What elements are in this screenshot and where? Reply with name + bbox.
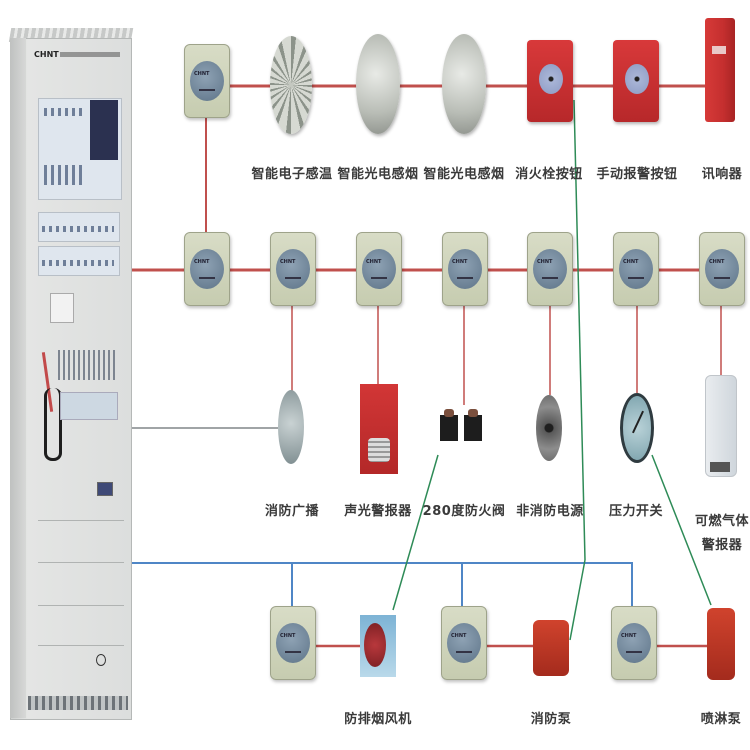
sounder-icon[interactable]	[705, 18, 735, 122]
module-row4-1[interactable]	[270, 606, 316, 680]
phone-panel	[60, 392, 118, 420]
gas-detector-icon[interactable]	[705, 375, 737, 477]
broadcast-panel	[58, 350, 118, 380]
label-smoke-detector-2: 智能光电感烟	[423, 167, 505, 182]
sprinkler-pump-icon[interactable]	[707, 608, 735, 680]
strobe-alarm-icon[interactable]	[360, 384, 398, 474]
cabinet-base-vent	[28, 696, 128, 710]
fire-damper-icon[interactable]	[440, 405, 484, 445]
control-link-damper-fan	[392, 454, 439, 611]
smoke-detector-1-icon[interactable]	[356, 34, 400, 134]
cabinet-side	[10, 38, 26, 718]
label-heat-detector: 智能电子感温	[251, 167, 333, 182]
indicator-keys	[44, 108, 84, 116]
cert-mark-icon	[96, 654, 106, 666]
meter	[97, 482, 113, 496]
keypad[interactable]	[44, 165, 84, 185]
fire-broadcast-speaker-icon[interactable]	[278, 390, 304, 464]
label-hydrant-button: 消火栓按钮	[515, 167, 583, 182]
label-smoke-detector-1: 智能光电感烟	[337, 167, 419, 182]
label-sprinkler-pump: 喷淋泵	[700, 712, 742, 727]
control-link-hydrant-pump	[573, 99, 586, 561]
label-strobe-alarm: 声光警报器	[344, 504, 412, 519]
control-link-hydrant-pump-b	[569, 559, 586, 641]
phone-handset	[44, 388, 62, 461]
module-row2-7[interactable]	[699, 232, 745, 306]
pressure-switch-gauge-icon[interactable]	[620, 393, 654, 463]
cabinet-model-text	[60, 52, 120, 57]
panel-divider-2	[38, 562, 124, 563]
loop-panel-1-keys[interactable]	[42, 226, 114, 232]
module-row2-5[interactable]	[527, 232, 573, 306]
label-fire-pump: 消防泵	[530, 712, 572, 727]
loop-panel-2-keys[interactable]	[42, 260, 114, 266]
label-gas-detector-line1: 可燃气体	[694, 514, 750, 529]
module-row4-2[interactable]	[441, 606, 487, 680]
module-row2-2[interactable]	[270, 232, 316, 306]
module-row2-3[interactable]	[356, 232, 402, 306]
linkage-bus	[132, 562, 633, 606]
cabinet-brand: CHNT	[34, 50, 59, 59]
control-link-pressure-sprinkler	[651, 454, 712, 606]
fire-pump-icon[interactable]	[533, 620, 569, 676]
label-non-fire-power: 非消防电源	[516, 504, 584, 519]
printer	[50, 293, 74, 323]
module-row2-4[interactable]	[442, 232, 488, 306]
label-sounder: 讯响器	[701, 167, 743, 182]
panel-divider-1	[38, 520, 124, 521]
module-row4-3[interactable]	[611, 606, 657, 680]
heat-detector-icon[interactable]	[270, 36, 312, 134]
module-row2-1[interactable]	[184, 232, 230, 306]
label-manual-alarm-button: 手动报警按钮	[596, 167, 678, 182]
label-gas-detector-line2: 警报器	[701, 538, 743, 553]
module-row2-6[interactable]	[613, 232, 659, 306]
hydrant-button-icon[interactable]	[527, 40, 573, 122]
lcd-screen	[90, 100, 118, 160]
label-smoke-exhaust-fan: 防排烟风机	[344, 712, 412, 727]
smoke-exhaust-fan-icon[interactable]	[360, 615, 396, 677]
non-fire-power-icon[interactable]	[536, 395, 562, 461]
manual-alarm-button-icon[interactable]	[613, 40, 659, 122]
label-pressure-switch: 压力开关	[608, 504, 664, 519]
panel-divider-4	[38, 645, 124, 646]
label-fire-damper: 280度防火阀	[422, 504, 506, 519]
panel-divider-3	[38, 605, 124, 606]
label-fire-broadcast: 消防广播	[264, 504, 320, 519]
smoke-detector-2-icon[interactable]	[442, 34, 486, 134]
input-module-top[interactable]	[184, 44, 230, 118]
